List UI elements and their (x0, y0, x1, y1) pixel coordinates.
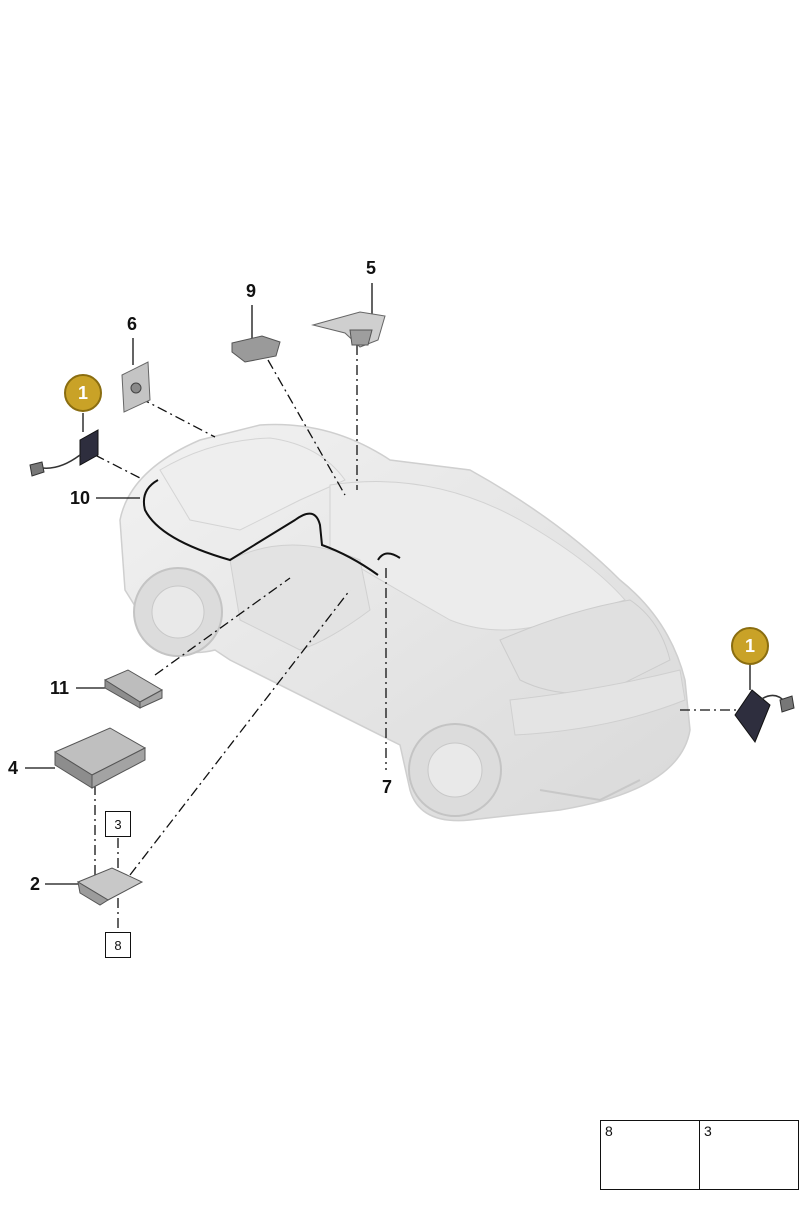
callout-11: 11 (50, 678, 70, 698)
callout-2: 2 (30, 874, 41, 894)
part-5-bracket (311, 311, 386, 348)
callout-badge-1-right[interactable]: 1 (731, 627, 769, 665)
part-1-left-antenna (29, 429, 99, 477)
antenna-cable (142, 479, 379, 576)
callout-5: 5 (366, 258, 377, 278)
legend-number-3: 3 (704, 1123, 712, 1139)
part-9-module (231, 335, 281, 363)
part-1-right-antenna (734, 689, 795, 744)
callout-10: 10 (70, 488, 91, 508)
legend-number-8: 8 (605, 1123, 613, 1139)
vehicle-silhouette (119, 423, 691, 822)
callout-9: 9 (246, 281, 257, 301)
leader-lines (94, 345, 740, 930)
callout-7: 7 (382, 777, 393, 797)
reference-box-8[interactable]: 8 (105, 932, 131, 958)
callout-badge-1-left[interactable]: 1 (64, 374, 102, 412)
callout-6: 6 (127, 314, 138, 334)
legend-cell-3: 3 (699, 1120, 799, 1190)
legend-cell-8: 8 (600, 1120, 700, 1190)
part-2-bracket (76, 867, 144, 906)
reference-box-3[interactable]: 3 (105, 811, 131, 837)
part-6-plate (121, 361, 151, 413)
callout-leaders (25, 283, 751, 885)
part-11-control-unit (103, 669, 164, 709)
part-4-control-unit (53, 727, 147, 789)
callout-4: 4 (8, 758, 19, 778)
